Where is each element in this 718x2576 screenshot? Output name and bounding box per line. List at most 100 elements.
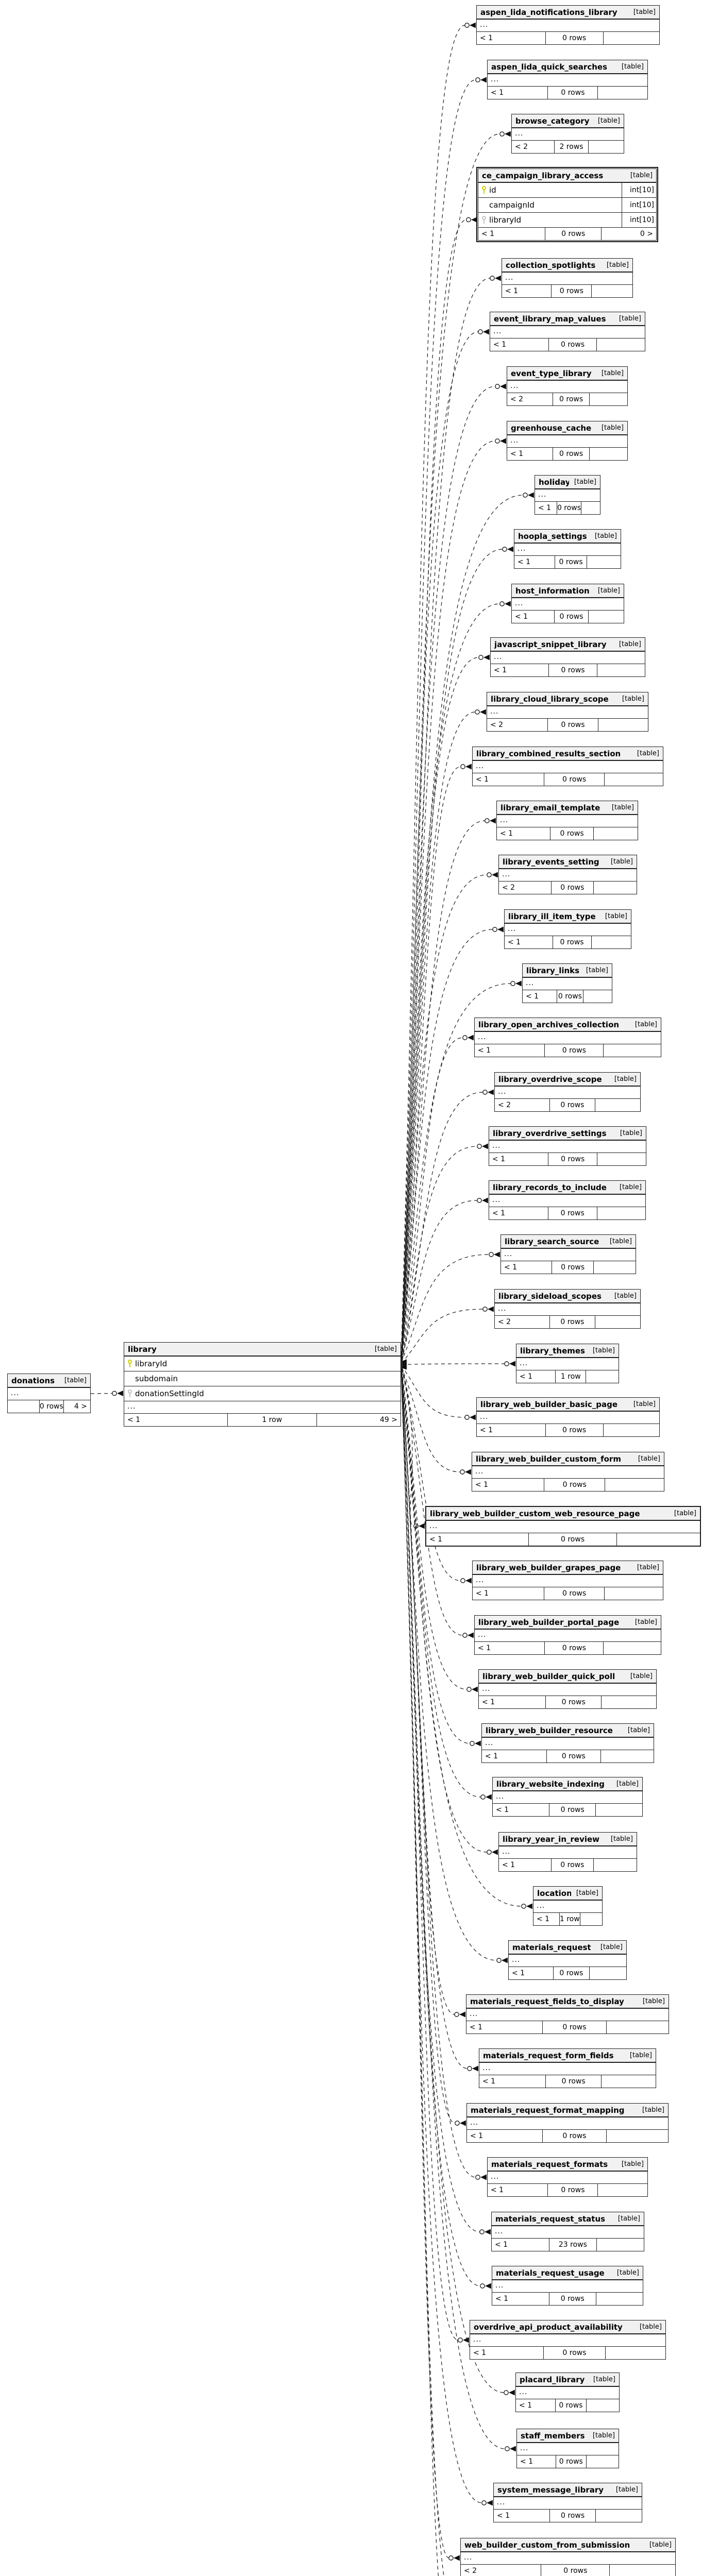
table-header-library_combined_results_section[interactable]: library_combined_results_section[table] xyxy=(473,747,663,761)
table-header-library_links[interactable]: library_links [table] xyxy=(523,964,612,978)
table-header-library_web_builder_resource[interactable]: library_web_builder_resource[table] xyxy=(482,1724,654,1738)
table-header-library_sideload_scopes[interactable]: library_sideload_scopes[table] xyxy=(495,1290,640,1303)
columns-ellipsis: ... xyxy=(470,2334,665,2347)
table-name: library_records_to_include xyxy=(493,1182,607,1192)
primary-key-icon xyxy=(482,186,486,194)
columns-ellipsis: ... xyxy=(479,2063,656,2075)
table-header-library_cloud_library_scope[interactable]: library_cloud_library_scope[table] xyxy=(487,692,648,706)
table-header-event_type_library[interactable]: event_type_library[table] xyxy=(507,367,627,381)
columns-ellipsis: ... xyxy=(477,20,659,32)
footer-parents-count xyxy=(604,773,663,786)
columns-ellipsis: ... xyxy=(501,1249,636,1261)
table-header-library_web_builder_custom_web_resource_page[interactable]: library_web_builder_custom_web_resource_… xyxy=(426,1507,700,1521)
footer-parents-count xyxy=(604,1587,663,1600)
table-header-aspen_lida_notifications_library[interactable]: aspen_lida_notifications_library[table] xyxy=(477,6,659,20)
table-header-aspen_lida_quick_searches[interactable]: aspen_lida_quick_searches[table] xyxy=(488,60,647,74)
edge-library-to-library_themes xyxy=(400,1363,505,1365)
columns-ellipsis: ... xyxy=(516,2387,619,2399)
fk-arrow-icon-javascript_snippet_library xyxy=(483,654,490,660)
table-header-library_search_source[interactable]: library_search_source[table] xyxy=(501,1235,636,1249)
table-header-library_web_builder_basic_page[interactable]: library_web_builder_basic_page[table] xyxy=(477,1398,659,1412)
footer-row-count: 0 rows xyxy=(553,393,589,405)
table-header-materials_request_format_mapping[interactable]: materials_request_format_mapping[table] xyxy=(467,2104,668,2117)
table-node-library_web_builder_custom_web_resource_page: library_web_builder_custom_web_resource_… xyxy=(425,1506,701,1547)
table-header-host_information[interactable]: host_information[table] xyxy=(512,584,624,598)
table-header-event_library_map_values[interactable]: event_library_map_values[table] xyxy=(490,312,645,326)
table-header-collection_spotlights[interactable]: collection_spotlights[table] xyxy=(502,259,632,273)
footer-children-count: < 1 xyxy=(485,1752,498,1760)
table-header-library_website_indexing[interactable]: library_website_indexing[table] xyxy=(493,1777,642,1791)
footer-children-count: < 1 xyxy=(480,34,493,42)
table-type-badge: [table] xyxy=(610,1835,633,1843)
table-header-javascript_snippet_library[interactable]: javascript_snippet_library[table] xyxy=(491,638,645,652)
table-header-materials_request_usage[interactable]: materials_request_usage[table] xyxy=(492,2266,643,2280)
table-header-greenhouse_cache[interactable]: greenhouse_cache[table] xyxy=(507,421,627,435)
footer-children-count: < 2 xyxy=(510,395,524,403)
table-header-materials_request_status[interactable]: materials_request_status[table] xyxy=(492,2212,644,2226)
table-header-hoopla_settings[interactable]: hoopla_settings[table] xyxy=(514,530,621,544)
table-header-staff_members[interactable]: staff_members[table] xyxy=(517,2429,619,2443)
fk-arrow-icon-event_type_library xyxy=(500,383,506,389)
zero-or-one-circle-icon-library_web_builder_grapes_page xyxy=(460,1578,465,1583)
footer-row-count: 0 rows xyxy=(557,990,583,1003)
table-header-library_year_in_review[interactable]: library_year_in_review [table] xyxy=(499,1833,637,1846)
table-header-library_ill_item_type[interactable]: library_ill_item_type[table] xyxy=(505,910,631,924)
zero-or-one-circle-icon-library_web_builder_quick_poll xyxy=(466,1687,472,1692)
table-header-overdrive_api_product_availability[interactable]: overdrive_api_product_availability[table… xyxy=(470,2320,665,2334)
table-header-ce_campaign_library_access[interactable]: ce_campaign_library_access[table] xyxy=(478,169,656,183)
table-name: library_web_builder_quick_poll xyxy=(482,1671,615,1681)
table-header-library_themes[interactable]: library_themes[table] xyxy=(516,1344,619,1358)
footer-children-count: < 1 xyxy=(127,1416,141,1424)
table-header-holiday[interactable]: holiday[table] xyxy=(535,476,600,489)
table-header-location[interactable]: location[table] xyxy=(533,1887,602,1901)
table-header-materials_request_formats[interactable]: materials_request_formats[table] xyxy=(488,2158,647,2172)
table-header-library_web_builder_portal_page[interactable]: library_web_builder_portal_page[table] xyxy=(475,1616,661,1630)
table-header-library_email_template[interactable]: library_email_template[table] xyxy=(497,801,638,815)
table-name: library_links xyxy=(526,965,580,975)
table-header-library_web_builder_grapes_page[interactable]: library_web_builder_grapes_page[table] xyxy=(473,1561,663,1575)
table-header-library_overdrive_scope[interactable]: library_overdrive_scope[table] xyxy=(495,1073,640,1087)
footer-parents-count xyxy=(603,1424,659,1436)
footer-row-count: 0 rows xyxy=(552,1261,593,1274)
table-name: library_web_builder_portal_page xyxy=(478,1617,620,1627)
fk-arrow-icon-library_web_builder_grapes_page xyxy=(465,1578,472,1584)
table-node-library_web_builder_portal_page: library_web_builder_portal_page[table]..… xyxy=(474,1615,661,1655)
table-type-badge: [table] xyxy=(586,967,608,974)
columns-ellipsis: ... xyxy=(482,1738,654,1750)
footer-row-count: 0 rows xyxy=(542,2130,606,2142)
columns-ellipsis: ... xyxy=(499,869,637,882)
table-type-badge: [table] xyxy=(622,695,644,703)
table-header-library_web_builder_custom_form[interactable]: library_web_builder_custom_form[table] xyxy=(472,1452,664,1466)
table-header-materials_request_fields_to_display[interactable]: materials_request_fields_to_display[tabl… xyxy=(466,1995,669,2009)
columns-ellipsis: ... xyxy=(494,2497,642,2510)
table-header-materials_request[interactable]: materials_request[table] xyxy=(509,1941,626,1955)
table-header-library[interactable]: library[table] xyxy=(124,1343,400,1357)
table-header-web_builder_custom_from_submission[interactable]: web_builder_custom_from_submission[table… xyxy=(461,2538,675,2552)
table-header-library_open_archives_collection[interactable]: library_open_archives_collection[table] xyxy=(475,1018,661,1032)
columns-ellipsis: ... xyxy=(495,1303,640,1316)
table-type-badge: [table] xyxy=(637,750,659,757)
footer-children-count: < 1 xyxy=(473,2349,487,2357)
fk-arrow-icon-placard_library xyxy=(509,2389,515,2396)
table-header-library_web_builder_quick_poll[interactable]: library_web_builder_quick_poll[table] xyxy=(479,1670,656,1684)
table-header-donations[interactable]: donations[table] xyxy=(8,1374,90,1388)
table-header-placard_library[interactable]: placard_library[table] xyxy=(516,2373,619,2387)
table-header-library_records_to_include[interactable]: library_records_to_include[table] xyxy=(489,1181,645,1195)
table-name: library_overdrive_scope xyxy=(498,1074,602,1084)
footer-row-count: 0 rows xyxy=(552,936,591,948)
table-header-library_overdrive_settings[interactable]: library_overdrive_settings[table] xyxy=(489,1127,646,1141)
table-header-library_events_setting[interactable]: library_events_setting[table] xyxy=(499,855,637,869)
footer-parents-count xyxy=(579,1913,602,1925)
table-name: library_year_in_review xyxy=(503,1834,600,1844)
table-header-materials_request_form_fields[interactable]: materials_request_form_fields[table] xyxy=(479,2049,656,2063)
fk-arrow-icon-web_builder_custom_from_submission xyxy=(454,2555,460,2561)
table-node-library_combined_results_section: library_combined_results_section[table].… xyxy=(472,747,663,786)
table-header-system_message_library[interactable]: system_message_library[table] xyxy=(494,2483,642,2497)
table-header-browse_category[interactable]: browse_category[table] xyxy=(512,114,624,128)
